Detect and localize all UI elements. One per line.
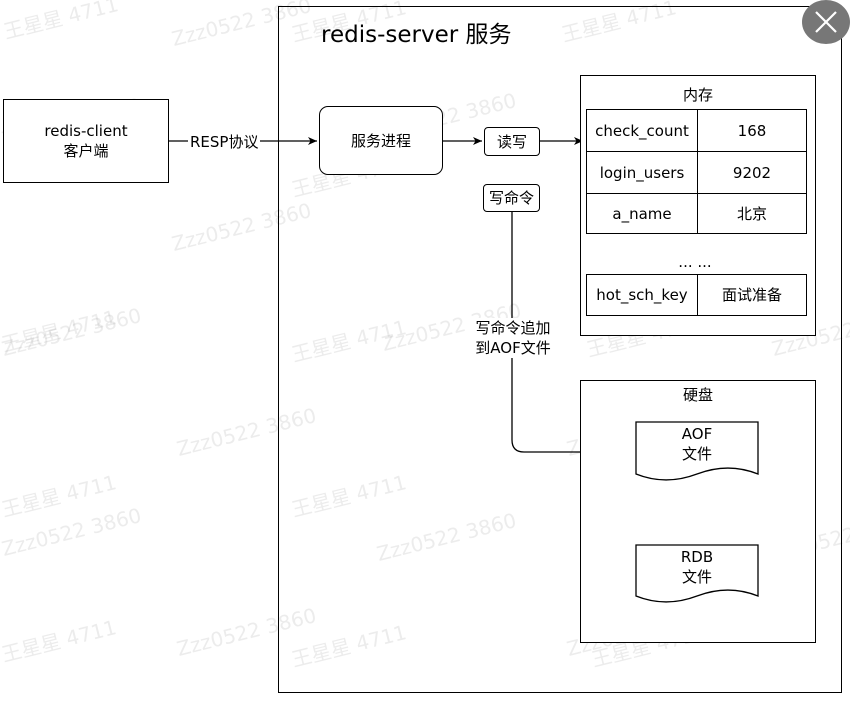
write-command-label: 写命令 [488, 189, 534, 207]
append-to-aof-label: 写命令追加 到AOF文件 [468, 318, 558, 358]
memory-key-cell: hot_sch_key [587, 275, 698, 315]
readwrite-label: 读写 [496, 132, 527, 151]
memory-key-cell: a_name [587, 194, 698, 234]
memory-value-cell: 面试准备 [721, 286, 782, 304]
append-aof-arrow [511, 212, 632, 456]
append-label-line2: 到AOF文件 [475, 339, 551, 357]
memory-value-cell: 北京 [736, 205, 767, 223]
memory-ellipsis: ... ... [678, 253, 712, 271]
client-name: redis-client [44, 122, 128, 140]
rdb-file-name: RDB [680, 548, 714, 566]
memory-key-cell: login_users [587, 152, 698, 193]
server-process-box: 服务进程 [319, 106, 443, 175]
table-row: check_count 168 [587, 110, 806, 152]
memory-container [580, 75, 816, 336]
process-label: 服务进程 [350, 131, 411, 150]
append-label-line1: 写命令追加 [475, 319, 551, 337]
redis-client-box: redis-client 客户端 [3, 99, 169, 183]
resp-protocol-label: RESP协议 [188, 132, 261, 152]
memory-title: 内存 [682, 86, 713, 104]
rdb-file-label: 文件 [681, 568, 712, 586]
close-icon [815, 11, 837, 33]
memory-value-cell: 168 [737, 121, 767, 140]
redis-server-container [278, 6, 842, 693]
client-label: 客户端 [63, 142, 109, 160]
aof-file-name: AOF [681, 425, 713, 443]
table-row: login_users 9202 [587, 152, 806, 194]
aof-file-label: 文件 [681, 445, 712, 463]
disk-title: 硬盘 [682, 386, 713, 404]
table-row: a_name 北京 [587, 194, 806, 234]
close-button[interactable] [802, 0, 850, 44]
rdb-file: RDB 文件 [636, 547, 758, 587]
aof-file: AOF 文件 [636, 424, 758, 464]
server-title: redis-server 服务 [321, 22, 512, 48]
memory-table: check_count 168 login_users 9202 a_name … [586, 109, 807, 234]
readwrite-box: 读写 [484, 127, 540, 156]
memory-last-row: hot_sch_key 面试准备 [586, 274, 807, 316]
memory-key-cell: check_count [587, 110, 698, 151]
write-command-box: 写命令 [483, 184, 540, 212]
memory-value-cell: 9202 [732, 163, 772, 182]
